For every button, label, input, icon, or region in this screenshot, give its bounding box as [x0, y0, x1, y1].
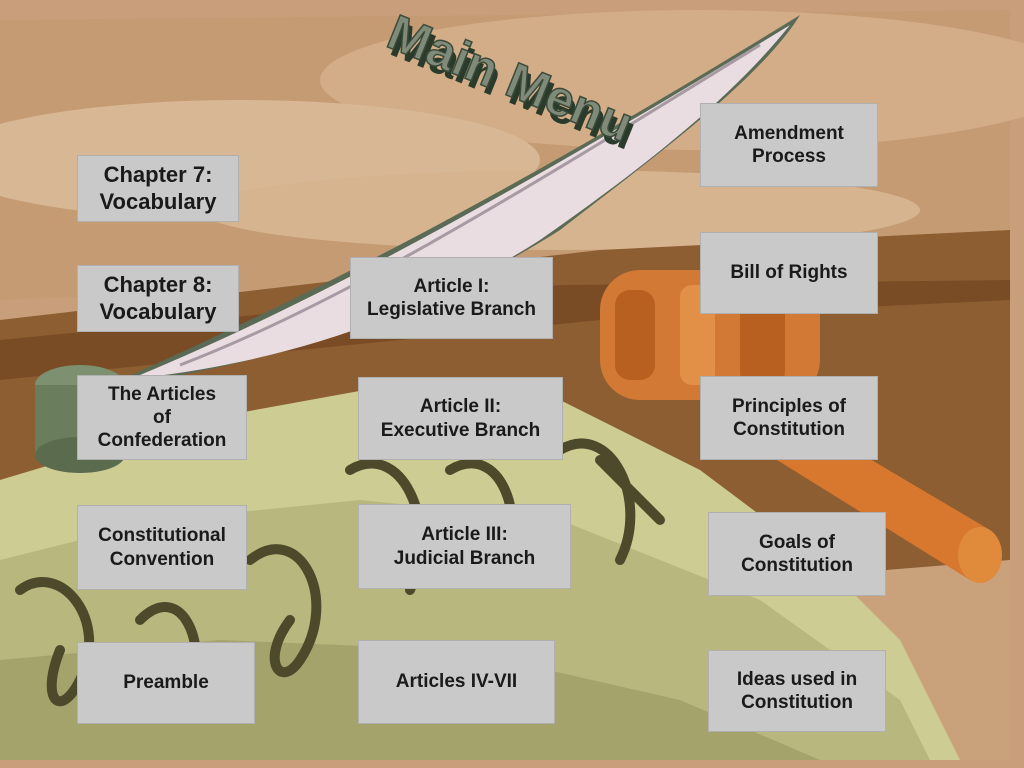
chapter-7-vocabulary-button[interactable]: Chapter 7: Vocabulary	[77, 155, 239, 222]
preamble-button[interactable]: Preamble	[77, 642, 255, 724]
principles-of-constitution-button[interactable]: Principles of Constitution	[700, 376, 878, 460]
chapter-8-vocabulary-button[interactable]: Chapter 8: Vocabulary	[77, 265, 239, 332]
article-1-legislative-button[interactable]: Article I: Legislative Branch	[350, 257, 553, 339]
article-3-judicial-button[interactable]: Article III: Judicial Branch	[358, 504, 571, 589]
goals-of-constitution-button[interactable]: Goals of Constitution	[708, 512, 886, 596]
bill-of-rights-button[interactable]: Bill of Rights	[700, 232, 878, 314]
ideas-used-in-constitution-button[interactable]: Ideas used in Constitution	[708, 650, 886, 732]
main-menu-title: Main Menu Main Menu	[379, 3, 644, 160]
quill-icon	[120, 15, 800, 385]
articles-4-7-button[interactable]: Articles IV-VII	[358, 640, 555, 724]
articles-of-confederation-button[interactable]: The Articles of Confederation	[77, 375, 247, 460]
article-2-executive-button[interactable]: Article II: Executive Branch	[358, 377, 563, 460]
constitutional-convention-button[interactable]: Constitutional Convention	[77, 505, 247, 590]
amendment-process-button[interactable]: Amendment Process	[700, 103, 878, 187]
